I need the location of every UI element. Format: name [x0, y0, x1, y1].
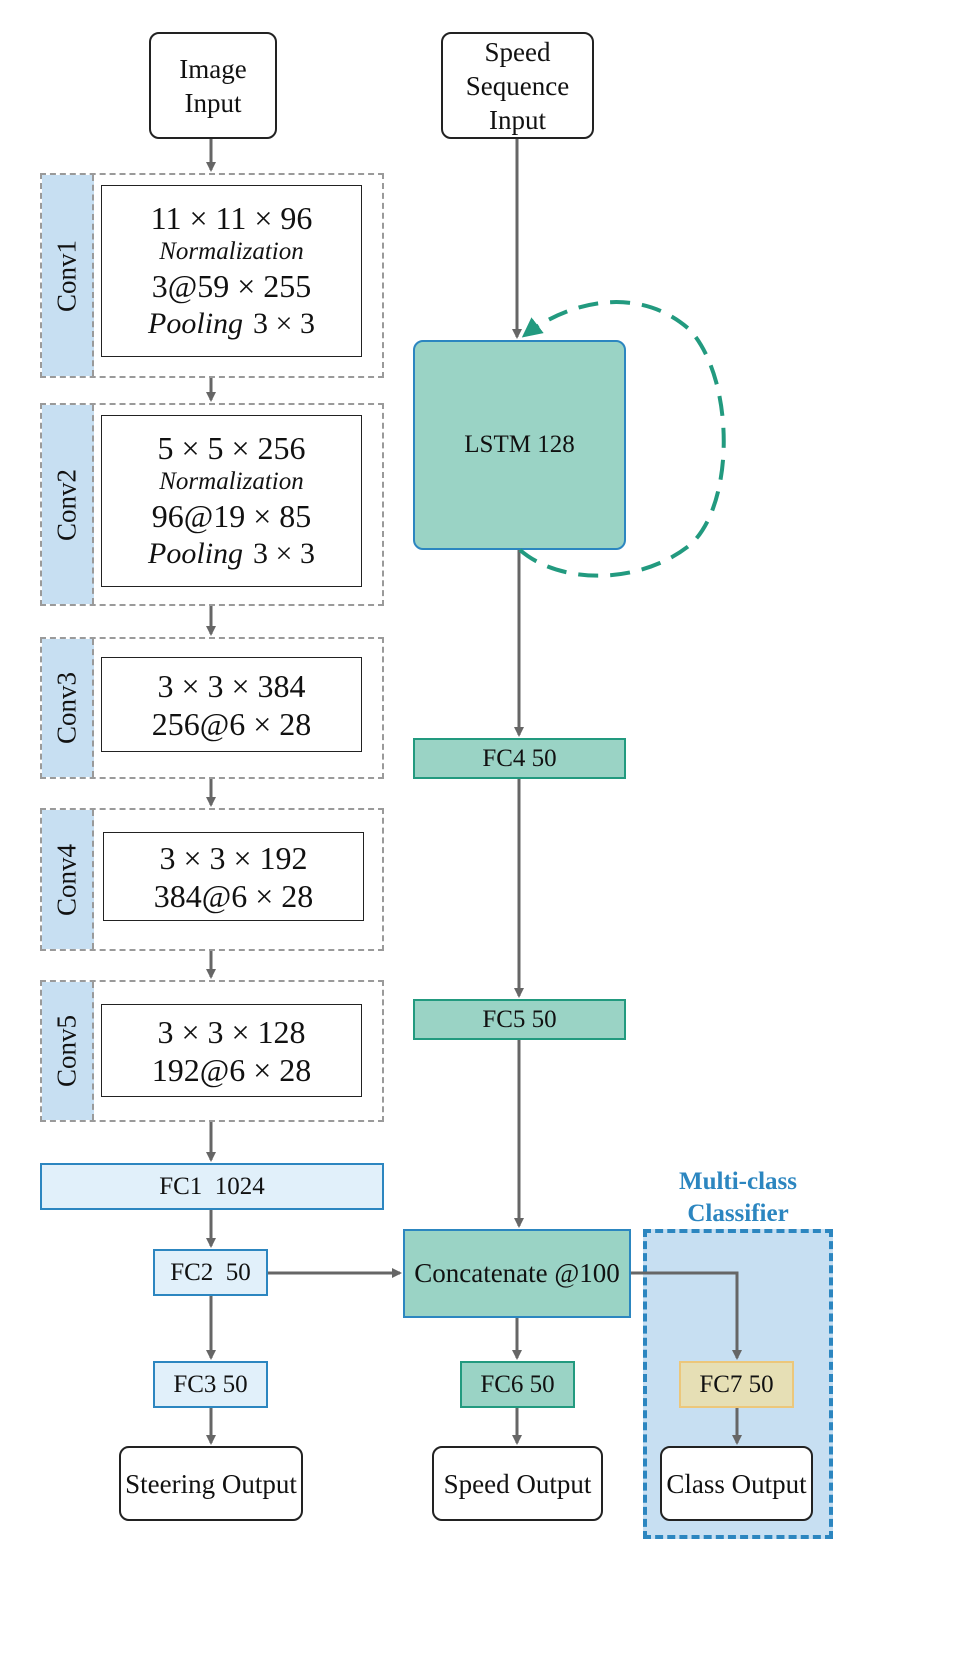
conv4-feature-map: 384@6 × 28	[153, 877, 314, 914]
conv4-tab: Conv4	[42, 810, 94, 949]
conv1-pooling-label: Pooling	[148, 307, 244, 340]
conv1-feature-map: 3@59 × 255	[151, 268, 312, 304]
fc2-node: FC2 50	[153, 1249, 268, 1296]
conv4-block: Conv4 3 × 3 × 192 384@6 × 28	[40, 808, 384, 951]
speed-output-label: Speed Output	[443, 1468, 592, 1499]
fc1-node: FC1 1024	[40, 1163, 384, 1210]
fc4-node: FC4 50	[413, 738, 626, 779]
fc6-label: FC6 50	[480, 1370, 555, 1398]
speed-input-label-line3: Input	[489, 104, 546, 135]
conv5-details: 3 × 3 × 128 192@6 × 28	[101, 1004, 362, 1097]
conv2-normalization: Normalization	[159, 468, 304, 495]
speed-sequence-input-node: Speed Sequence Input	[441, 32, 594, 139]
conv3-tab: Conv3	[42, 639, 94, 777]
classifier-title: Multi-class Classifier	[643, 1166, 833, 1230]
fc1-label: FC1 1024	[159, 1172, 265, 1200]
conv3-kernel-dims: 3 × 3 × 384	[157, 667, 306, 704]
conv1-block: Conv1 11 × 11 × 96 Normalization 3@59 × …	[40, 173, 384, 378]
conv1-pooling-size: 3 × 3	[253, 307, 315, 340]
conv2-pooling: Pooling 3 × 3	[148, 535, 315, 573]
fc2-label: FC2 50	[170, 1258, 251, 1286]
conv5-block: Conv5 3 × 3 × 128 192@6 × 28	[40, 980, 384, 1122]
speed-input-label-line1: Speed	[484, 36, 551, 67]
conv2-block: Conv2 5 × 5 × 256 Normalization 96@19 × …	[40, 403, 384, 606]
conv1-pooling: Pooling 3 × 3	[148, 305, 315, 343]
image-input-label-line2: Input	[184, 87, 242, 118]
speed-input-label-line2: Sequence	[465, 70, 570, 101]
lstm-label: LSTM 128	[464, 431, 575, 458]
conv5-kernel-dims: 3 × 3 × 128	[157, 1013, 306, 1050]
fc3-label: FC3 50	[173, 1370, 248, 1398]
conv2-tab: Conv2	[42, 405, 94, 604]
conv3-details: 3 × 3 × 384 256@6 × 28	[101, 657, 362, 752]
speed-output-node: Speed Output	[432, 1446, 603, 1521]
concatenate-label: Concatenate @100	[414, 1258, 620, 1288]
fc7-label: FC7 50	[699, 1370, 774, 1398]
class-output-node: Class Output	[660, 1446, 813, 1521]
steering-output-node: Steering Output	[119, 1446, 303, 1521]
conv3-feature-map: 256@6 × 28	[151, 705, 312, 742]
fc7-node: FC7 50	[679, 1361, 794, 1408]
conv1-kernel-dims: 11 × 11 × 96	[150, 200, 313, 236]
class-output-label: Class Output	[666, 1468, 807, 1499]
conv2-feature-map: 96@19 × 85	[151, 498, 312, 534]
conv5-feature-map: 192@6 × 28	[151, 1051, 312, 1088]
fc5-label: FC5 50	[482, 1005, 557, 1033]
concatenate-node: Concatenate @100	[403, 1229, 631, 1318]
conv2-pooling-label: Pooling	[148, 537, 244, 570]
image-input-label-line1: Image	[179, 53, 247, 84]
arrow-concat-to-fc7	[631, 1271, 742, 1360]
conv1-normalization: Normalization	[159, 238, 304, 265]
fc5-node: FC5 50	[413, 999, 626, 1040]
steering-output-label: Steering Output	[125, 1468, 297, 1499]
image-input-node: Image Input	[149, 32, 277, 139]
conv2-details: 5 × 5 × 256 Normalization 96@19 × 85 Poo…	[101, 415, 362, 587]
conv2-pooling-size: 3 × 3	[253, 537, 315, 570]
classifier-title-line2: Classifier	[687, 1200, 789, 1227]
fc3-node: FC3 50	[153, 1361, 268, 1408]
lstm-recurrent-loop-arrow	[518, 300, 726, 578]
fc6-node: FC6 50	[460, 1361, 575, 1408]
conv1-tab: Conv1	[42, 175, 94, 376]
lstm-node: LSTM 128	[413, 340, 626, 550]
conv3-block: Conv3 3 × 3 × 384 256@6 × 28	[40, 637, 384, 779]
conv2-kernel-dims: 5 × 5 × 256	[157, 430, 306, 466]
conv4-kernel-dims: 3 × 3 × 192	[159, 839, 308, 876]
conv1-details: 11 × 11 × 96 Normalization 3@59 × 255 Po…	[101, 185, 362, 357]
classifier-title-line1: Multi-class	[678, 1168, 798, 1195]
conv5-tab: Conv5	[42, 982, 94, 1120]
conv4-details: 3 × 3 × 192 384@6 × 28	[103, 832, 364, 921]
fc4-label: FC4 50	[482, 744, 557, 772]
